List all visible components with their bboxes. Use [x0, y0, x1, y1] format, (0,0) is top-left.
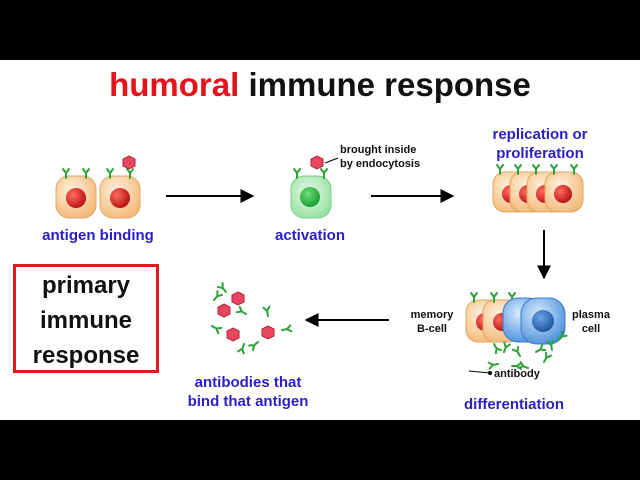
- plasma-line-1: plasma: [572, 309, 610, 321]
- activated-cell: [290, 155, 339, 219]
- primary-line-2: immune: [39, 307, 132, 334]
- label-antibodies-bind: antibodies that bind that antigen: [168, 373, 328, 411]
- label-differentiation: differentiation: [464, 396, 564, 413]
- endocytosis-line-2: by endocytosis: [340, 158, 421, 170]
- memory-line-2: B-cell: [417, 323, 447, 335]
- label-replication: replication or proliferation: [470, 125, 610, 163]
- replication-line-1: replication or: [492, 126, 588, 143]
- label-endocytosis: brought inside by endocytosis: [340, 143, 440, 171]
- top-letterbox: [0, 0, 640, 60]
- endocytosis-line-1: brought inside: [340, 144, 417, 156]
- memory-line-1: memory: [410, 309, 454, 321]
- antibodies-line-1: antibodies that: [194, 374, 302, 391]
- bottom-letterbox: [0, 420, 640, 480]
- title-rest: immune response: [239, 66, 531, 103]
- replication-line-2: proliferation: [496, 145, 584, 162]
- antigen-binding-cells: [55, 155, 141, 219]
- antibodies-line-2: bind that antigen: [187, 393, 309, 410]
- title-highlight: humoral: [109, 66, 240, 103]
- primary-immune-response-box: primary immune response: [13, 264, 159, 373]
- plasma-line-2: cell: [581, 323, 601, 335]
- antigen-icon: [122, 155, 136, 170]
- proliferating-cells: [492, 164, 584, 213]
- label-antigen-binding: antigen binding: [42, 227, 154, 244]
- endocytosis-pointer: [324, 157, 339, 164]
- label-plasma-cell: plasma cell: [566, 308, 616, 336]
- label-activation: activation: [274, 227, 346, 244]
- antigen-icon: [310, 155, 324, 170]
- label-antibody: antibody: [494, 368, 540, 380]
- label-memory-bcell: memory B-cell: [404, 308, 460, 336]
- page-title: humoral immune response: [0, 66, 640, 104]
- primary-line-3: response: [32, 342, 140, 369]
- differentiated-cells: [465, 292, 566, 375]
- antibody-antigen-complexes: [209, 282, 293, 355]
- primary-line-1: primary: [41, 272, 131, 299]
- antibody-pointer: [468, 370, 491, 374]
